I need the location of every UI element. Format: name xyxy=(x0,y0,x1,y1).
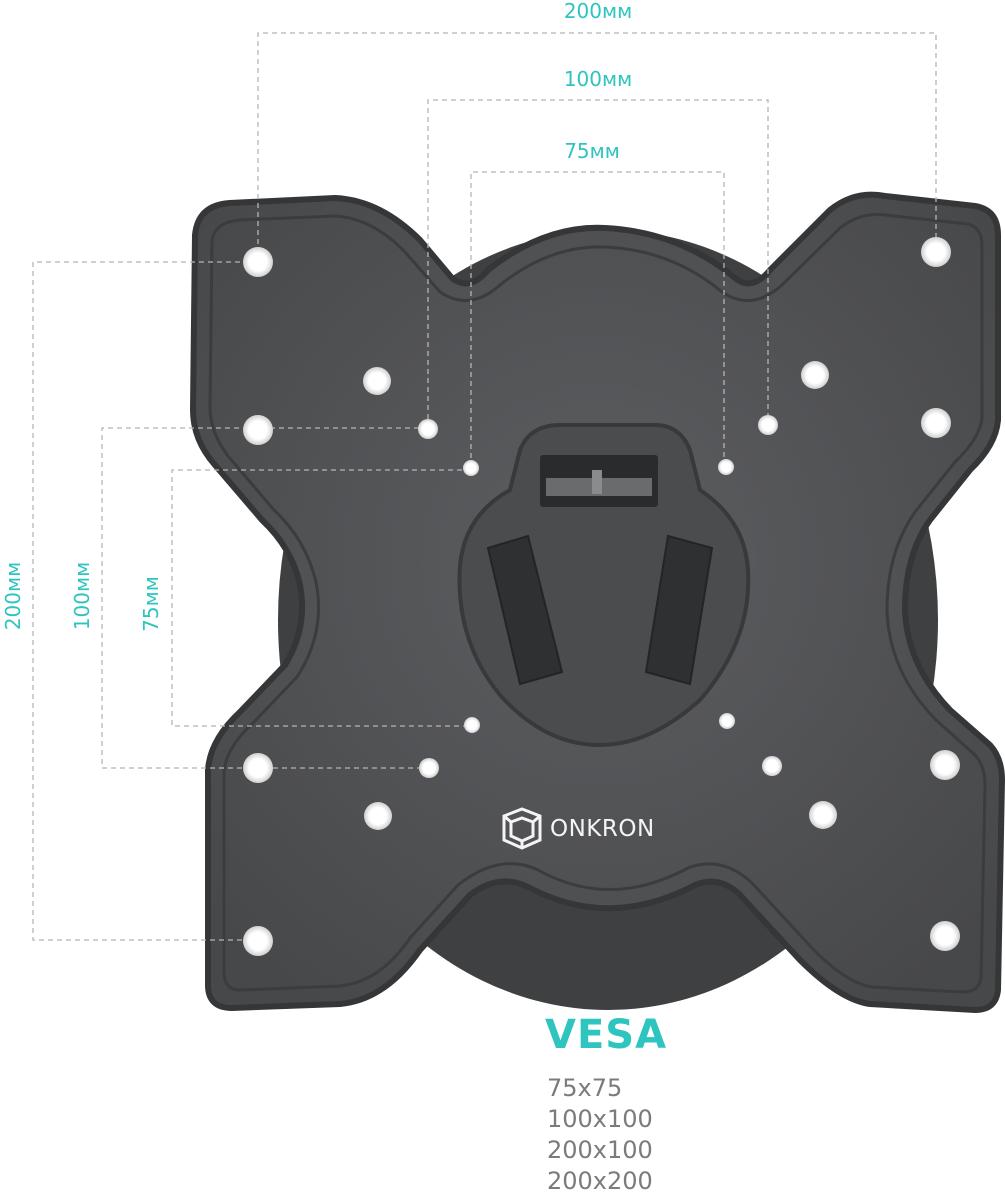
vesa-size-item: 75x75 xyxy=(547,1074,623,1102)
hole-lower-right-b xyxy=(809,801,837,829)
label-top-100: 100мм xyxy=(564,67,632,91)
bracket-slot-left xyxy=(486,534,564,686)
measure-lines xyxy=(32,32,937,941)
hole-upper-right-a xyxy=(801,361,829,389)
hole-75-bottom-right xyxy=(719,713,735,729)
onkron-cube-icon xyxy=(502,807,542,850)
hole-upper-left-a xyxy=(363,367,391,395)
vesa-size-item: 100x100 xyxy=(547,1105,653,1133)
hole-200-bottom-right xyxy=(930,921,960,951)
hole-lower-right-a xyxy=(930,750,960,780)
hole-200-top-right xyxy=(921,237,951,267)
label-top-75: 75мм xyxy=(564,139,620,163)
vesa-size-item: 200x100 xyxy=(547,1136,653,1164)
brand-name: ONKRON xyxy=(550,816,655,842)
vesa-size-list: 75x75 100x100 200x100 200x200 xyxy=(547,1073,653,1197)
hole-75-top-left xyxy=(463,460,479,476)
label-left-200: 200мм xyxy=(1,562,25,630)
hole-upper-left-b xyxy=(243,415,273,445)
hole-100-bottom-right xyxy=(762,756,782,776)
hole-75-top-right xyxy=(718,459,734,475)
mounting-holes xyxy=(243,237,960,956)
hole-lower-left-a xyxy=(243,753,273,783)
label-left-100: 100мм xyxy=(70,562,94,630)
dimension-labels: 200мм 100мм 75мм 200мм 100мм 75мм xyxy=(1,0,632,632)
hole-100-top-right xyxy=(758,415,778,435)
plate-inner-rim xyxy=(208,213,987,994)
bracket-slot-right xyxy=(644,534,714,686)
hole-lower-left-b xyxy=(364,802,392,830)
vesa-title: VESA xyxy=(545,1012,668,1058)
hole-100-bottom-left xyxy=(419,758,439,778)
hole-upper-right-b xyxy=(921,408,951,438)
bracket-screw-icon xyxy=(592,470,602,494)
hole-100-top-left xyxy=(418,419,438,439)
brand-logo: ONKRON xyxy=(500,806,655,852)
hole-200-bottom-left xyxy=(243,926,273,956)
label-left-75: 75мм xyxy=(139,576,163,632)
hole-75-bottom-left xyxy=(464,717,480,733)
vesa-size-item: 200x200 xyxy=(547,1167,653,1195)
label-top-200: 200мм xyxy=(564,0,632,23)
hole-200-top-left xyxy=(243,247,273,277)
